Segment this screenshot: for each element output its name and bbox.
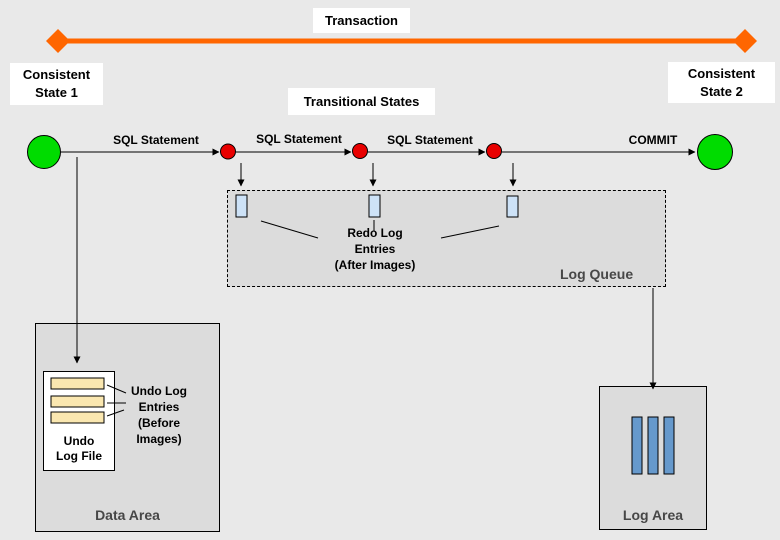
sql-statement-3-label: SQL Statement <box>387 133 473 147</box>
consistent-state-1-line2: State 1 <box>35 85 78 100</box>
redo-drop-arrows <box>237 163 517 187</box>
undo-file-line2: Log File <box>56 449 102 463</box>
undo-note-line1: Undo Log <box>131 384 187 398</box>
transaction-label-text: Transaction <box>325 12 398 28</box>
undo-note-line3: (Before <box>137 416 180 430</box>
log-queue-label: Log Queue <box>560 266 634 282</box>
commit-label: COMMIT <box>628 133 678 147</box>
transitional-state-dot-2 <box>352 143 368 159</box>
transaction-label: Transaction <box>313 8 410 33</box>
redo-note-line1: Redo Log <box>347 226 403 240</box>
consistent-state-2-line1: Consistent <box>687 65 756 81</box>
transaction-start-diamond-icon <box>46 29 70 53</box>
redo-note-line2: Entries <box>354 242 396 256</box>
undo-note-line4: Images) <box>136 432 182 446</box>
transitional-state-dot-1 <box>220 143 236 160</box>
consistent-state-1-label: Consistent State 1 <box>10 63 103 105</box>
undo-log-note: Undo Log Entries (Before Images) <box>124 383 194 447</box>
log-area-label: Log Area <box>622 507 684 523</box>
undo-file-line1: Undo <box>63 434 95 448</box>
undo-note-line2: Entries <box>138 400 180 414</box>
consistent-state-1-line1: Consistent <box>22 67 91 83</box>
transitional-states-text: Transitional States <box>303 93 420 109</box>
log-queue-box <box>227 190 666 287</box>
consistent-state-2-label: Consistent State 2 <box>668 62 775 103</box>
transitional-states-label: Transitional States <box>288 88 435 115</box>
consistent-state-2-line2: State 2 <box>700 83 743 99</box>
data-area-label: Data Area <box>95 507 160 523</box>
consistent-state-1-circle <box>27 135 61 169</box>
redo-log-note: Redo Log Entries (After Images) <box>305 225 445 273</box>
transitional-state-dot-3 <box>486 143 502 159</box>
sql-statement-1-label: SQL Statement <box>113 133 199 147</box>
redo-note-line3: (After Images) <box>334 258 416 272</box>
transaction-end-diamond-icon <box>733 29 757 53</box>
undo-log-file-label: Undo Log File <box>43 434 115 464</box>
sql-statement-2-label: SQL Statement <box>256 132 342 146</box>
